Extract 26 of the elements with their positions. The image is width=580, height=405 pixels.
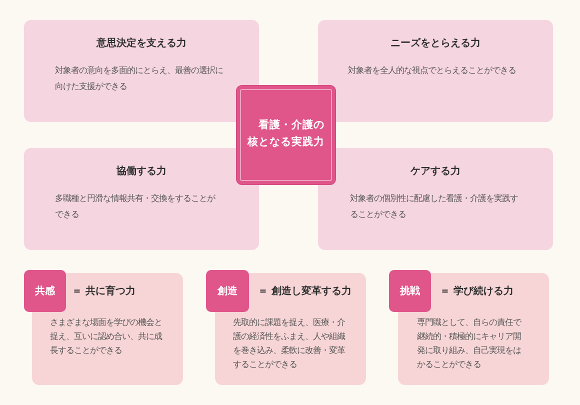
keyword-badge: 創造 xyxy=(206,270,249,312)
card-description: 対象者を全人的な視点でとらえることができる xyxy=(348,64,517,77)
card-title: ＝ 学び続ける力 xyxy=(440,285,514,299)
card-title: ＝ 共に育つ力 xyxy=(72,285,136,299)
keyword-badge: 挑戦 xyxy=(389,270,431,312)
card-description: 専門職として、自らの責任で継続的・積極的にキャリア開発に取り組み、自己実現をはかることができる xyxy=(417,316,522,371)
card-description: 対象者の個別性に配慮した看護・介護を実践することができる xyxy=(350,192,519,221)
card-description: さまざまな場面を学びの機会と捉え、互いに認め合い、共に成長することができる xyxy=(50,316,164,357)
card-title: ニーズをとらえる力 xyxy=(390,37,482,51)
skill-card xyxy=(24,148,259,250)
card-title: ＝ 創造し変革する力 xyxy=(258,285,352,299)
skill-card xyxy=(215,273,366,385)
skill-card xyxy=(318,20,553,122)
skill-card xyxy=(24,20,259,122)
core-title: 看護・介護の核となる実践力 xyxy=(246,118,326,150)
card-title: 意思決定を支える力 xyxy=(95,37,188,51)
skill-card xyxy=(318,148,553,250)
card-title: ケアする力 xyxy=(409,165,462,179)
core-box xyxy=(236,85,336,185)
card-description: 多職種と円滑な情報共有・交換をすることができる xyxy=(55,192,216,221)
skill-card xyxy=(32,273,183,385)
keyword-badge: 共感 xyxy=(24,270,66,312)
card-title: 協働する力 xyxy=(116,165,168,179)
card-description: 対象者の意向を多面的にとらえ、最善の選択に向けた支援ができる xyxy=(55,64,224,93)
skill-card xyxy=(398,273,549,385)
card-description: 先取的に課題を捉え、医療・介護の経済性をふまえ、人や組織を巻き込み、柔軟に改善・変革することができる xyxy=(233,316,346,371)
